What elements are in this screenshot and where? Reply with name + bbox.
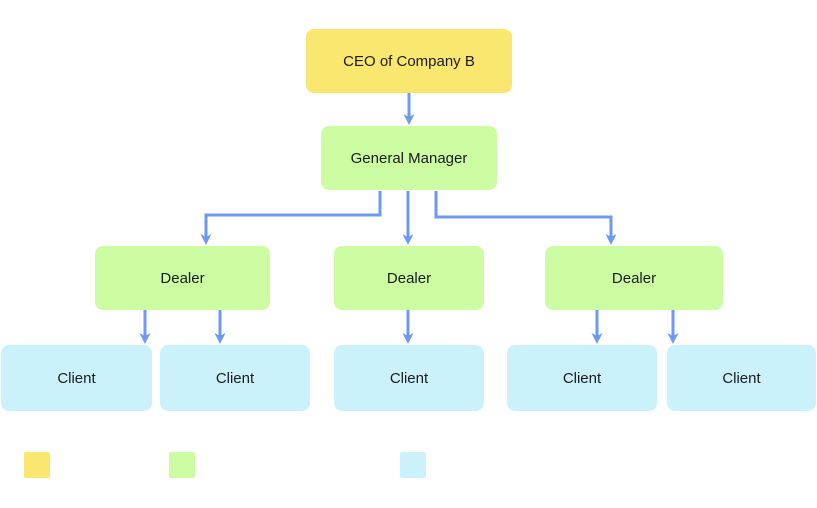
legend-swatch-ceo-level — [24, 452, 50, 478]
node-client-3[interactable]: Client — [334, 345, 484, 411]
node-ceo[interactable]: CEO of Company B — [306, 29, 512, 93]
legend-swatch-management-level — [169, 452, 195, 478]
edge-general-manager-dealer-3 — [434, 191, 617, 245]
node-client-2[interactable]: Client — [160, 345, 310, 411]
node-general-manager[interactable]: General Manager — [321, 126, 497, 190]
node-dealer-2[interactable]: Dealer — [334, 246, 484, 310]
node-client-4[interactable]: Client — [507, 345, 657, 411]
edge-general-manager-dealer-1 — [200, 191, 382, 245]
node-dealer-3[interactable]: Dealer — [545, 246, 723, 310]
node-dealer-1[interactable]: Dealer — [95, 246, 270, 310]
node-client-1[interactable]: Client — [1, 345, 152, 411]
node-client-5[interactable]: Client — [667, 345, 816, 411]
legend-swatch-client-level — [400, 452, 426, 478]
